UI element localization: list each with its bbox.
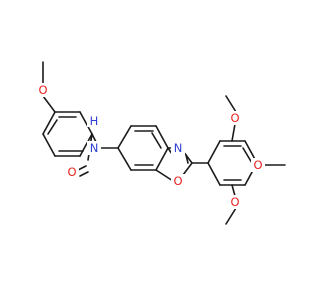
bond-9 [47, 119, 58, 135]
bond-ring-o-top [231, 123, 236, 142]
bond-2 [79, 111, 93, 135]
bond-layer [42, 61, 286, 225]
atom-o-methoxy-top: O [230, 111, 239, 125]
bond-13 [155, 147, 169, 171]
bond-c-o [77, 165, 87, 171]
atom-o-methoxy-bottom: O [230, 195, 239, 209]
bond-15 [117, 147, 132, 171]
bond-21 [182, 162, 193, 176]
atom-h-amide: H [90, 114, 99, 128]
bond-33 [242, 147, 253, 164]
bond-o-ring-left [42, 95, 56, 113]
bond-18 [151, 132, 162, 149]
bond-ring-o-bottom [231, 184, 236, 197]
atom-label-layer: O O H N N O O O O [36, 83, 265, 209]
bond-5 [42, 133, 56, 157]
atom-n-oxazole: N [174, 141, 183, 155]
atom-n-amide: N [90, 141, 99, 155]
bond-3 [79, 133, 93, 157]
atom-o-methoxy-middle: O [253, 158, 262, 172]
bond-o-methyl-top [225, 95, 237, 113]
bond-22 [155, 169, 174, 182]
bond-10 [117, 125, 132, 149]
bond-c-o-double [79, 171, 89, 177]
structure-canvas: O O H N N O O O O [36, 61, 286, 225]
atom-o-oxazole: O [173, 174, 182, 188]
bond-c-n [91, 133, 97, 143]
atom-o-carbonyl: O [67, 165, 76, 179]
bond-25 [207, 140, 221, 164]
bond-30 [207, 162, 221, 186]
bond-12 [155, 125, 169, 149]
bond-6 [42, 111, 56, 135]
molecule-diagram: O O H N N O O O O [36, 61, 286, 225]
atom-o-methoxy-left: O [38, 83, 47, 97]
bond-24 [185, 154, 189, 164]
bond-o-methyl-bottom [225, 207, 237, 225]
